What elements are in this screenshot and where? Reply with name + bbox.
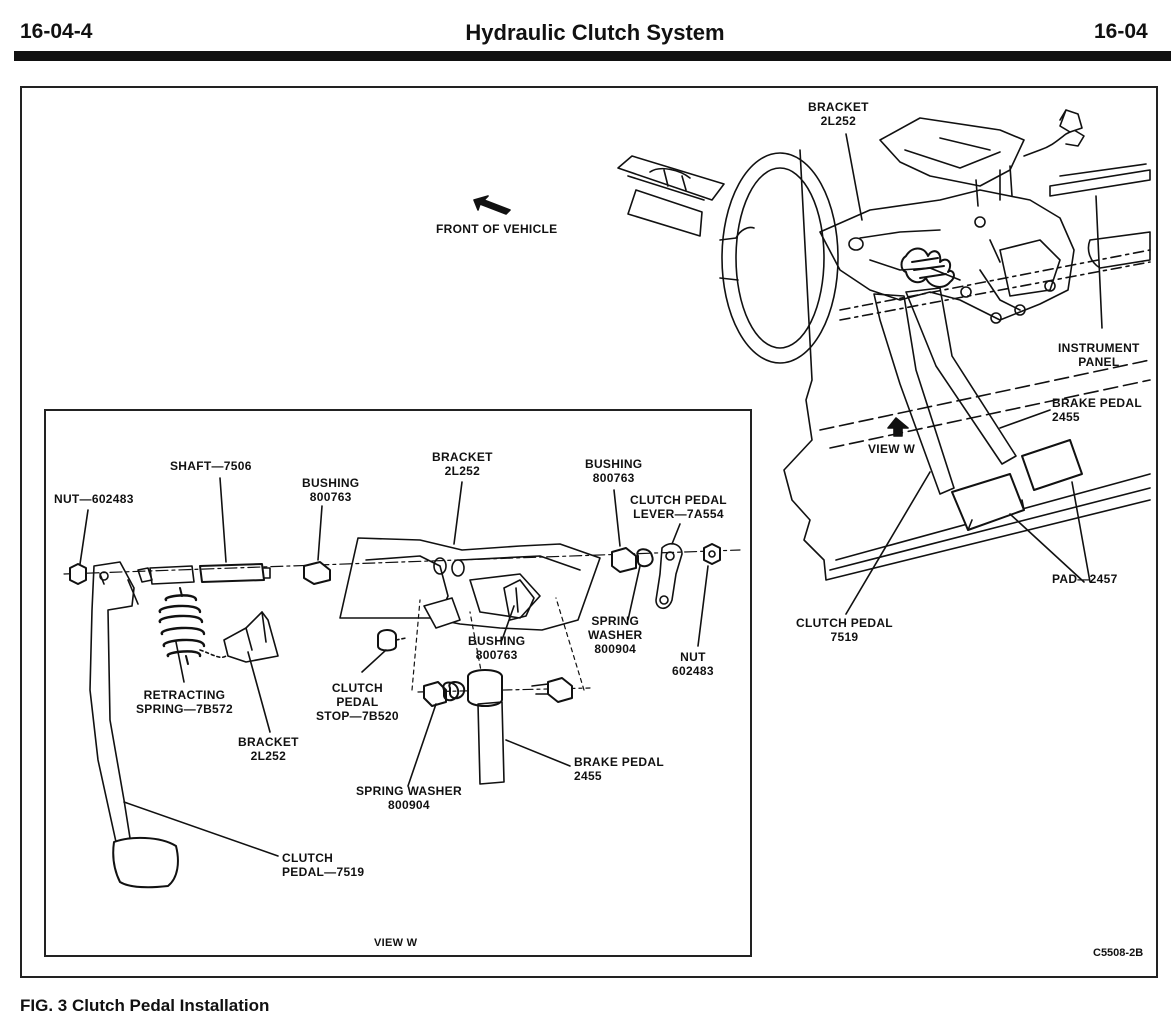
- main-clutch-pad: [951, 473, 1025, 531]
- right-spring-washer: [636, 548, 654, 568]
- main-bracket: [339, 537, 601, 631]
- label-bracket-bottom: BRACKET 2L252: [238, 735, 299, 763]
- label-brake-pedal-inset: BRAKE PEDAL 2455: [574, 755, 664, 783]
- label-view-w-main: VIEW W: [868, 442, 916, 456]
- brake-booster: [721, 152, 839, 364]
- figure-code: C5508-2B: [1093, 947, 1144, 959]
- label-clutch-pedal-lever: CLUTCH PEDAL LEVER—7A554: [630, 493, 727, 521]
- main-brake-pedal-arm: [905, 287, 1017, 465]
- view-w-inset-frame: [44, 409, 752, 957]
- label-bushing-right: BUSHING 800763: [585, 457, 643, 485]
- left-bushing: [303, 561, 331, 585]
- right-bushing: [611, 547, 637, 573]
- label-nut-left: NUT—602483: [54, 492, 134, 506]
- label-bracket-top: BRACKET 2L252: [432, 450, 493, 478]
- view-w-arrow-icon: [887, 417, 909, 437]
- clutch-pedal-stop: [377, 629, 397, 652]
- clutch-pedal-pad: [112, 836, 179, 889]
- main-view-art: [473, 109, 1151, 615]
- label-pad: PAD—2457: [1052, 572, 1118, 586]
- label-clutch-pedal-main: CLUTCH PEDAL 7519: [796, 616, 893, 644]
- firewall-panel: [783, 149, 1151, 581]
- label-brake-pedal-main: BRAKE PEDAL 2455: [1052, 396, 1142, 424]
- small-bracket: [223, 611, 279, 663]
- label-nut-right: NUT 602483: [672, 650, 714, 678]
- label-view-w-inset: VIEW W: [374, 937, 418, 949]
- label-retracting-spring: RETRACTING SPRING—7B572: [136, 688, 233, 716]
- lower-bushing-right: [547, 677, 573, 703]
- figure-frame: [20, 86, 1158, 978]
- page-number-left: 16-04-4: [20, 20, 93, 43]
- page-number-right: 16-04: [1094, 20, 1148, 43]
- label-spring-washer-right: SPRING WASHER 800904: [588, 614, 643, 656]
- lower-bushing-left: [423, 681, 447, 707]
- label-bushing-lower: BUSHING 800763: [468, 634, 526, 662]
- label-bracket-main: BRACKET 2L252: [808, 100, 869, 128]
- left-nut: [69, 563, 87, 585]
- label-front-of-vehicle: FRONT OF VEHICLE: [436, 222, 558, 236]
- figure-caption: FIG. 3 Clutch Pedal Installation: [20, 996, 270, 1015]
- upper-bracket: [879, 117, 1025, 187]
- front-of-vehicle-arrow-icon: [473, 195, 511, 215]
- label-clutch-pedal-stop: CLUTCH PEDAL STOP—7B520: [316, 681, 399, 723]
- label-spring-washer-lower: SPRING WASHER 800904: [356, 784, 462, 812]
- lower-spring-washer: [442, 681, 460, 702]
- main-brake-pad: [1021, 439, 1083, 491]
- instrument-panel-rail: [1049, 163, 1151, 197]
- main-clutch-pedal-arm: [873, 293, 955, 495]
- label-instrument-panel: INSTRUMENT PANEL: [1058, 341, 1140, 369]
- label-clutch-pedal-inset: CLUTCH PEDAL—7519: [282, 851, 365, 879]
- label-shaft: SHAFT—7506: [170, 459, 252, 473]
- main-retracting-spring: [900, 247, 955, 288]
- header-rule: [14, 51, 1171, 61]
- label-bushing-left: BUSHING 800763: [302, 476, 360, 504]
- page-title: Hydraulic Clutch System: [465, 20, 725, 45]
- inset-art: [63, 477, 741, 889]
- brake-pedal-tube: [467, 669, 503, 707]
- steering-column-tube: [617, 155, 725, 237]
- brake-pedal-arm: [477, 701, 505, 785]
- right-nut: [703, 543, 721, 565]
- retracting-spring: [158, 594, 206, 658]
- clutch-pedal-arm: [89, 561, 135, 843]
- page-header: 16-04-4 Hydraulic Clutch System 16-04: [0, 0, 1171, 62]
